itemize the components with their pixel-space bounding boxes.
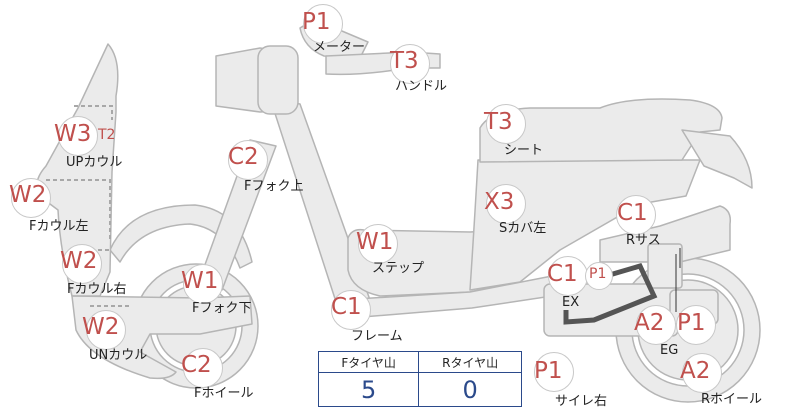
front-tire-value: 5 bbox=[318, 372, 420, 407]
badge-s-cover-left bbox=[486, 184, 526, 224]
code-f-fork-lower: W1 bbox=[181, 268, 219, 294]
side-cover bbox=[469, 159, 701, 291]
code-s-cover-left: X3 bbox=[484, 189, 515, 215]
code-r-wheel: A2 bbox=[680, 358, 711, 384]
badge-step bbox=[358, 224, 398, 264]
code-f-cowl-right: W2 bbox=[60, 248, 98, 274]
code-f-wheel: C2 bbox=[181, 352, 212, 378]
code-meter: P1 bbox=[302, 9, 331, 35]
badge-meter bbox=[303, 4, 343, 44]
code-f-fork-upper: C2 bbox=[228, 144, 259, 170]
code-r-suspension: C1 bbox=[617, 200, 648, 226]
label-exhaust: EX bbox=[562, 295, 580, 310]
badge2-engine bbox=[676, 305, 716, 345]
tire-tread-table: Fタイヤ山 Rタイヤ山 5 0 bbox=[318, 351, 522, 407]
badge-silencer-right bbox=[534, 352, 574, 392]
badge-f-cowl-right bbox=[62, 244, 102, 284]
badge-f-fork-upper bbox=[228, 140, 268, 180]
code2-exhaust: P1 bbox=[589, 266, 607, 282]
front-fender bbox=[109, 204, 253, 269]
badge-exhaust bbox=[548, 256, 588, 296]
badge-un-cowl bbox=[86, 310, 126, 350]
label-silencer-right: サイレ右 bbox=[555, 394, 608, 409]
badge-f-fork-lower bbox=[183, 264, 223, 304]
rear-suspension bbox=[599, 205, 732, 263]
code-up-cowl: W3 bbox=[54, 121, 92, 147]
code-un-cowl: W2 bbox=[82, 314, 120, 340]
label-step: ステップ bbox=[372, 261, 425, 276]
label-meter: メーター bbox=[313, 40, 366, 55]
badge-up-cowl bbox=[58, 116, 98, 156]
badge-engine bbox=[636, 305, 676, 345]
label-r-wheel: Rホイール bbox=[701, 392, 763, 407]
code-silencer-right: P1 bbox=[534, 358, 563, 384]
rear-tire-value: 0 bbox=[462, 375, 478, 404]
label-s-cover-left: Sカバ左 bbox=[499, 221, 547, 236]
label-f-cowl-left: Fカウル左 bbox=[29, 219, 89, 234]
code2-engine: P1 bbox=[677, 310, 706, 336]
label-engine: EG bbox=[660, 343, 679, 358]
badge-r-wheel bbox=[682, 353, 722, 393]
badge-seat bbox=[486, 104, 526, 144]
badge-r-suspension bbox=[616, 195, 656, 235]
badge-f-cowl-left bbox=[11, 178, 51, 218]
label-seat: シート bbox=[504, 143, 544, 158]
label-f-wheel: Fホイール bbox=[194, 386, 254, 401]
label-un-cowl: UNカウル bbox=[89, 348, 148, 363]
badge2-exhaust bbox=[585, 262, 613, 290]
exhaust-pipe bbox=[563, 262, 658, 325]
code-handle: T3 bbox=[390, 48, 419, 74]
label-f-cowl-right: Fカウル右 bbox=[67, 282, 127, 297]
label-f-fork-upper: Fフォク上 bbox=[244, 179, 304, 194]
badge-frame bbox=[331, 290, 371, 330]
code2-up-cowl: T2 bbox=[98, 127, 116, 143]
code-engine: A2 bbox=[634, 310, 665, 336]
code-exhaust: C1 bbox=[547, 261, 578, 287]
code-step: W1 bbox=[356, 229, 394, 255]
label-frame: フレーム bbox=[351, 329, 403, 344]
badge-f-wheel bbox=[183, 348, 223, 388]
rear-tire-header: Rタイヤ山 bbox=[418, 351, 522, 373]
code-f-cowl-left: W2 bbox=[9, 182, 47, 208]
badge-handle bbox=[390, 44, 430, 84]
front-tire-header: Fタイヤ山 bbox=[318, 351, 420, 373]
label-handle: ハンドル bbox=[395, 79, 448, 94]
label-r-suspension: Rサス bbox=[626, 233, 661, 248]
label-f-fork-lower: Fフォク下 bbox=[192, 301, 252, 316]
tail bbox=[681, 129, 753, 189]
code-frame: C1 bbox=[331, 294, 362, 320]
code-seat: T3 bbox=[484, 109, 513, 135]
label-up-cowl: UPカウル bbox=[66, 155, 123, 170]
